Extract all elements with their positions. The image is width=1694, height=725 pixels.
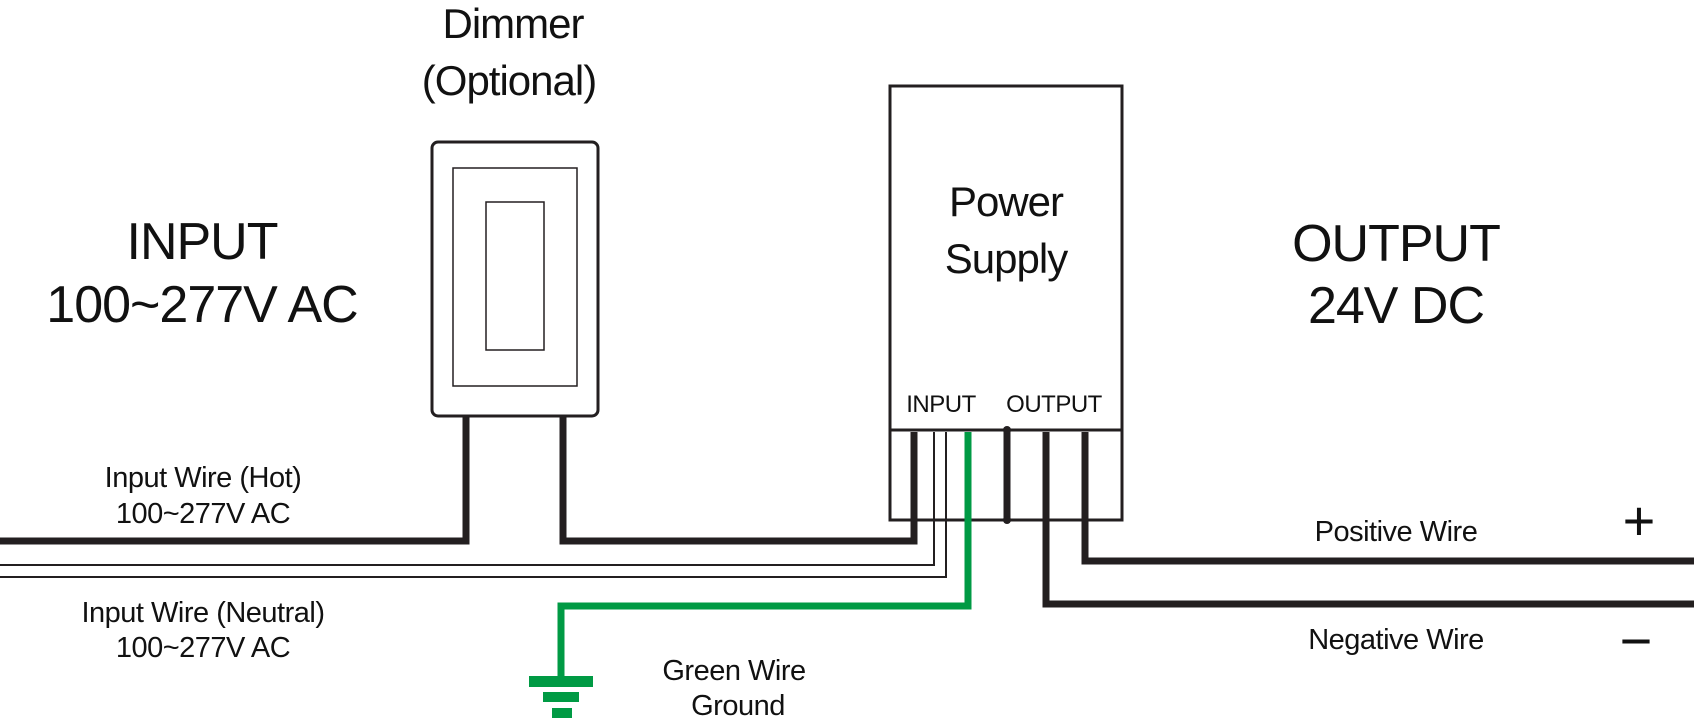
minus-icon: − [1620, 609, 1653, 672]
ground-symbol-icon [529, 676, 593, 718]
hot-wire-label: Input Wire (Hot) [105, 462, 302, 494]
plus-icon: + [1623, 489, 1656, 552]
power-supply-label-line1: Power [949, 178, 1064, 225]
input-voltage: 100~277V AC [46, 276, 357, 334]
neutral-wire [0, 432, 947, 578]
input-title: INPUT [127, 213, 278, 271]
hot-wire-voltage: 100~277V AC [116, 498, 290, 530]
dimmer-to-psu-wire [559, 416, 918, 545]
psu-output-terminal-label: OUTPUT [1006, 391, 1103, 418]
neutral-wire-voltage: 100~277V AC [116, 632, 290, 664]
ground-wire [557, 432, 972, 680]
positive-wire-label: Positive Wire [1315, 516, 1478, 548]
dimmer-switch [430, 140, 600, 418]
power-supply-label-line2: Supply [945, 235, 1068, 282]
ground-wire-label: Green Wire [662, 655, 805, 687]
ground-wire-sublabel: Ground [691, 690, 785, 722]
neutral-wire-label: Input Wire (Neutral) [81, 597, 324, 629]
psu-input-terminal-label: INPUT [906, 391, 976, 418]
dimmer-title: Dimmer [443, 0, 585, 47]
positive-wire [1081, 432, 1694, 565]
output-voltage: 24V DC [1308, 277, 1484, 335]
negative-wire-label: Negative Wire [1308, 624, 1484, 656]
negative-wire [1042, 432, 1694, 608]
hot-wire [0, 416, 470, 545]
output-title: OUTPUT [1292, 215, 1500, 273]
dimmer-subtitle: (Optional) [422, 57, 596, 104]
